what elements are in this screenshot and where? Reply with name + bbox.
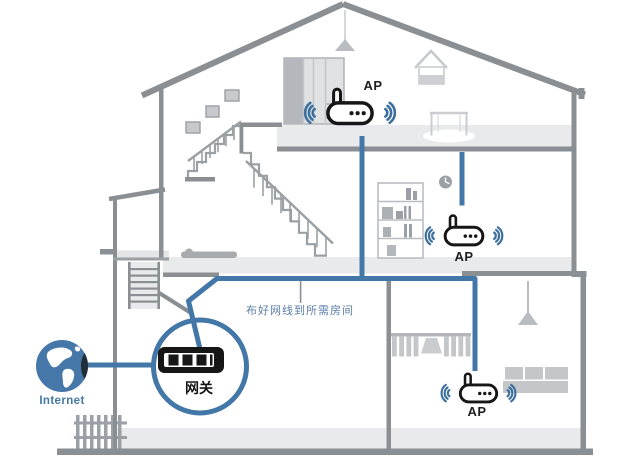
- ap-attic-router-icon: [303, 87, 397, 126]
- birdhouse-window-icon: [414, 49, 448, 85]
- internet-label: Internet: [39, 395, 85, 407]
- gateway-device-icon: [158, 347, 224, 373]
- garden-fence: [74, 415, 127, 451]
- internet-globe-icon: [36, 340, 88, 392]
- gateway-circle-ring: [151, 317, 249, 416]
- staircase: [185, 122, 327, 257]
- cable-note: 布好网线到所需房间: [246, 305, 354, 317]
- cable-note-leader-line: [299, 281, 302, 303]
- wardrobe-icon: [283, 57, 345, 125]
- ap-middle-label: AP: [454, 249, 474, 264]
- attic-table-icon: [423, 111, 475, 143]
- wifi-waves-icon: [303, 101, 397, 125]
- house-walls-roof: [57, 1, 593, 455]
- exterior-ladder: [100, 249, 193, 315]
- bookshelf-icon: [377, 182, 424, 259]
- gateway-label: 网关: [185, 380, 213, 396]
- wifi-waves-icon: [424, 226, 504, 246]
- stair-railing: [187, 120, 334, 256]
- ap-middle-router-icon: [424, 214, 504, 247]
- attic-pendant-lamp-icon: [335, 10, 355, 51]
- floor-mat: [181, 248, 237, 258]
- sofa-icon: [503, 367, 568, 393]
- wall-clock-icon: [439, 175, 452, 189]
- picture-frames: [185, 89, 240, 134]
- ground-pendant-lamp-icon: [518, 281, 538, 325]
- ap-ground-label: AP: [467, 404, 487, 419]
- ap-attic-label: AP: [363, 78, 383, 93]
- network-cables: [88, 136, 478, 371]
- window-blinds-icon: [391, 333, 471, 357]
- ap-ground-router-icon: [440, 372, 517, 404]
- wifi-waves-icon: [440, 383, 517, 403]
- floor-slabs: [113, 125, 581, 449]
